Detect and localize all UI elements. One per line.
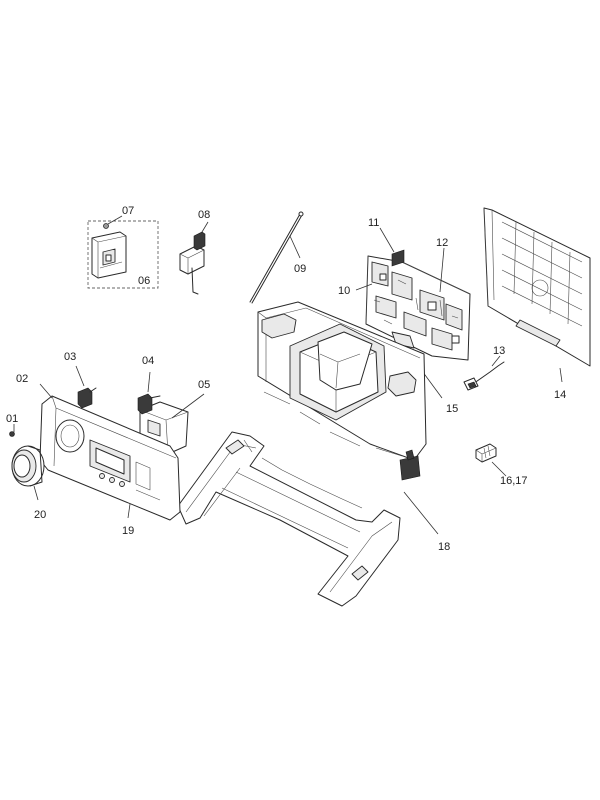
callout-18: 18 (438, 541, 450, 553)
part-08-group (179, 221, 209, 295)
part-03-clip (75, 365, 97, 409)
part-04-clip (137, 371, 161, 415)
callout-07: 07 (122, 205, 134, 217)
callout-15: 15 (446, 403, 458, 415)
part-19-front-panel (39, 383, 181, 521)
callout-19: 19 (122, 525, 134, 537)
base-tray (177, 431, 401, 607)
panel-dial-opening (55, 419, 85, 453)
callout-02: 02 (16, 373, 28, 385)
callout-09: 09 (294, 263, 306, 275)
part-14-panel (483, 207, 591, 383)
part-20-knob (9, 424, 45, 501)
part-16-17-connector (475, 443, 507, 477)
callout-11: 11 (368, 217, 379, 229)
part-01-screw (9, 431, 15, 437)
part-12-pcb (355, 227, 471, 399)
part-06-07-group (87, 215, 159, 289)
callout-20: 20 (34, 509, 46, 521)
callout-04: 04 (142, 355, 154, 367)
main-chassis (257, 301, 439, 535)
callout-01: 01 (6, 413, 18, 425)
callout-03: 03 (64, 351, 76, 363)
callout-05: 05 (198, 379, 210, 391)
callout-12: 12 (436, 237, 448, 249)
callout-16-17: 16,17 (500, 475, 528, 487)
callout-08: 08 (198, 209, 210, 221)
callout-06: 06 (138, 275, 150, 287)
callout-labels: 01 02 03 04 05 06 07 08 09 10 11 12 13 14 15 16,17 18 19 2… (6, 205, 566, 553)
callout-13: 13 (493, 345, 505, 357)
part-06-dashed-box (87, 220, 159, 289)
callout-10: 10 (338, 285, 350, 297)
callout-14: 14 (554, 389, 566, 401)
part-11-connector (391, 249, 405, 267)
part-09-rod (249, 211, 304, 304)
part-07-screw (103, 223, 109, 229)
part-13-sensor (463, 355, 505, 391)
